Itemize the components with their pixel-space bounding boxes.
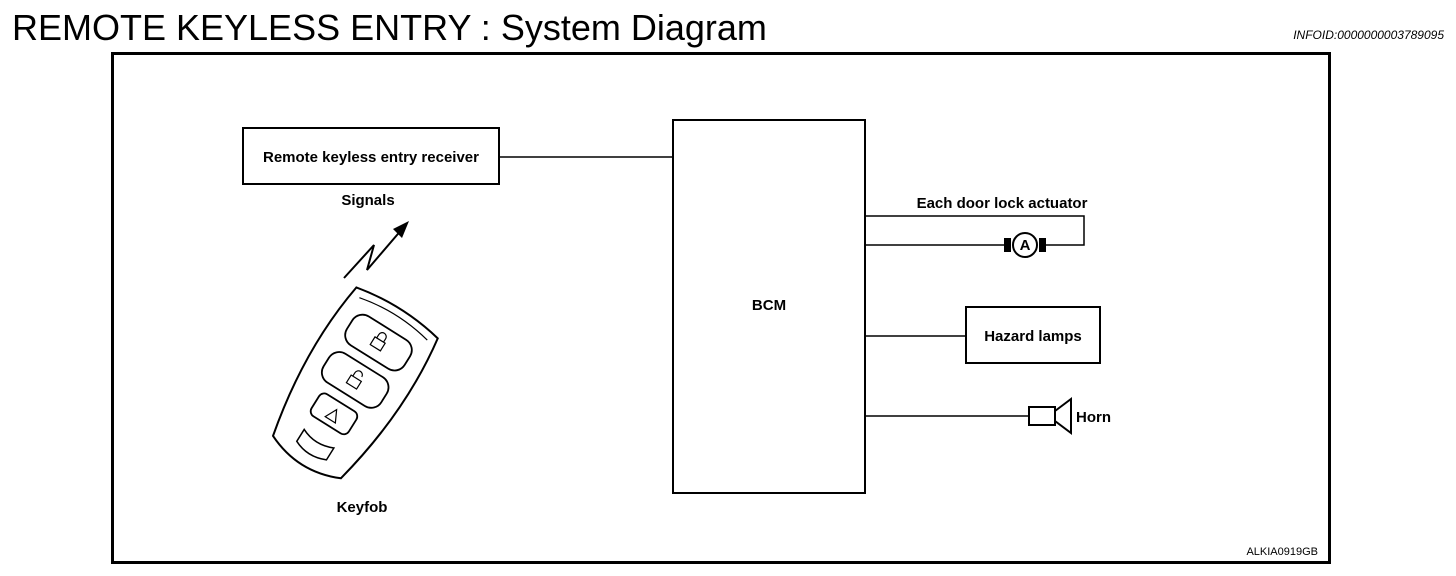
hazard-box bbox=[965, 306, 1101, 364]
keyfob-panic-button bbox=[309, 392, 359, 436]
panic-icon bbox=[324, 408, 338, 424]
unlock-icon bbox=[345, 370, 363, 390]
radio-signal-icon bbox=[343, 221, 409, 279]
hazard-label: Hazard lamps bbox=[984, 328, 1082, 345]
lock-icon bbox=[369, 332, 387, 352]
receiver-label: Remote keyless entry receiver bbox=[263, 149, 479, 166]
keyfob bbox=[271, 286, 439, 480]
keyfob-key-slot bbox=[295, 428, 336, 461]
horn-icon bbox=[1028, 397, 1072, 435]
keyfob-lock-button bbox=[344, 313, 413, 372]
horn-label: Horn bbox=[1076, 409, 1111, 426]
motor-icon: A bbox=[1004, 232, 1046, 258]
motor-symbol: A bbox=[1020, 237, 1031, 254]
door-lock-label: Each door lock actuator bbox=[917, 195, 1088, 212]
page-title: REMOTE KEYLESS ENTRY : System Diagram bbox=[12, 7, 767, 48]
signals-label: Signals bbox=[341, 192, 394, 209]
keyfob-label: Keyfob bbox=[337, 499, 388, 516]
bcm-label: BCM bbox=[752, 297, 786, 314]
figure-code: ALKIA0919GB bbox=[1246, 546, 1318, 558]
diagram-frame bbox=[111, 52, 1331, 564]
receiver-box bbox=[242, 127, 500, 185]
door-lock-wire bbox=[865, 215, 1085, 246]
info-id: INFOID:0000000003789095 bbox=[1293, 28, 1444, 42]
keyfob-unlock-button bbox=[320, 351, 390, 409]
bcm-box bbox=[672, 119, 866, 494]
